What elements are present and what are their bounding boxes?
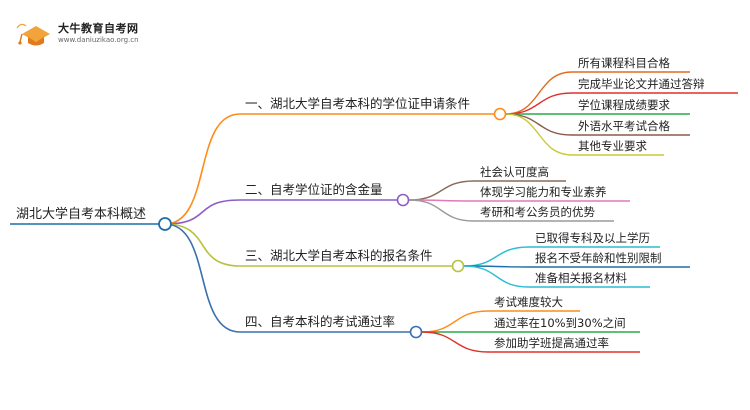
branch-1-leaf-2-label[interactable]: 完成毕业论文并通过答辩 — [578, 77, 705, 91]
branch-4-node — [409, 325, 423, 339]
branch-1-leaf-4-connector — [505, 113, 573, 136]
branch-3-leaf-1-label[interactable]: 已取得专科及以上学历 — [535, 231, 650, 245]
branch-2-leaf-3-connector — [408, 199, 475, 222]
branch-1-label[interactable]: 一、湖北大学自考本科的学位证申请条件 — [245, 96, 471, 111]
branch-1-leaf-1-label[interactable]: 所有课程科目合格 — [578, 56, 670, 70]
branch-1-leaf-5-label[interactable]: 其他专业要求 — [578, 139, 647, 153]
branch-2-connector — [164, 199, 241, 225]
branch-3-leaf-2-label[interactable]: 报名不受年龄和性别限制 — [535, 251, 662, 265]
branch-4-connector — [164, 223, 241, 333]
branch-2-leaf-1-connector — [408, 180, 475, 201]
branch-3-leaf-3-connector — [463, 265, 530, 288]
branch-3-node — [451, 259, 465, 273]
root-node — [158, 217, 172, 231]
branch-3-leaf-3-label[interactable]: 准备相关报名材料 — [535, 271, 627, 285]
branch-4-leaf-3-label[interactable]: 参加助学班提高通过率 — [494, 336, 609, 350]
branch-4-leaf-3-connector — [421, 331, 489, 353]
branch-4-label[interactable]: 四、自考本科的考试通过率 — [245, 314, 396, 329]
branch-4-leaf-1-label[interactable]: 考试难度较大 — [494, 295, 563, 309]
site-logo[interactable]: 大牛教育自考网 www.daniuzikao.org.cn — [14, 16, 154, 52]
logo-name: 大牛教育自考网 — [58, 22, 139, 35]
branch-1-leaf-1-connector — [505, 71, 573, 115]
branch-4-leaf-2-label[interactable]: 通过率在10%到30%之间 — [494, 316, 626, 330]
branch-2-leaf-3-label[interactable]: 考研和考公务员的优势 — [480, 205, 595, 219]
logo-url: www.daniuzikao.org.cn — [58, 36, 139, 44]
mind-map-edges — [10, 71, 738, 353]
branch-1-leaf-4-label[interactable]: 外语水平考试合格 — [578, 119, 670, 133]
branch-3-label[interactable]: 三、湖北大学自考本科的报名条件 — [245, 248, 433, 263]
branch-1-leaf-5-connector — [505, 113, 573, 156]
branch-1-leaf-2-connector — [505, 92, 573, 115]
branch-3-leaf-1-connector — [463, 246, 530, 267]
branch-4-leaf-1-connector — [421, 310, 489, 333]
branch-2-leaf-1-label[interactable]: 社会认可度高 — [480, 165, 549, 179]
root-node-label[interactable]: 湖北大学自考本科概述 — [16, 207, 147, 222]
branch-2-node — [396, 193, 410, 207]
branch-1-connector — [164, 113, 241, 225]
mind-map-nodes — [158, 107, 507, 339]
branch-1-node — [493, 107, 507, 121]
branch-2-leaf-2-label[interactable]: 体现学习能力和专业素养 — [480, 185, 607, 199]
branch-2-label[interactable]: 二、自考学位证的含金量 — [245, 182, 383, 197]
graduation-cap-icon — [16, 23, 50, 46]
branch-1-leaf-3-label[interactable]: 学位课程成绩要求 — [578, 98, 670, 112]
branch-3-connector — [164, 223, 241, 267]
